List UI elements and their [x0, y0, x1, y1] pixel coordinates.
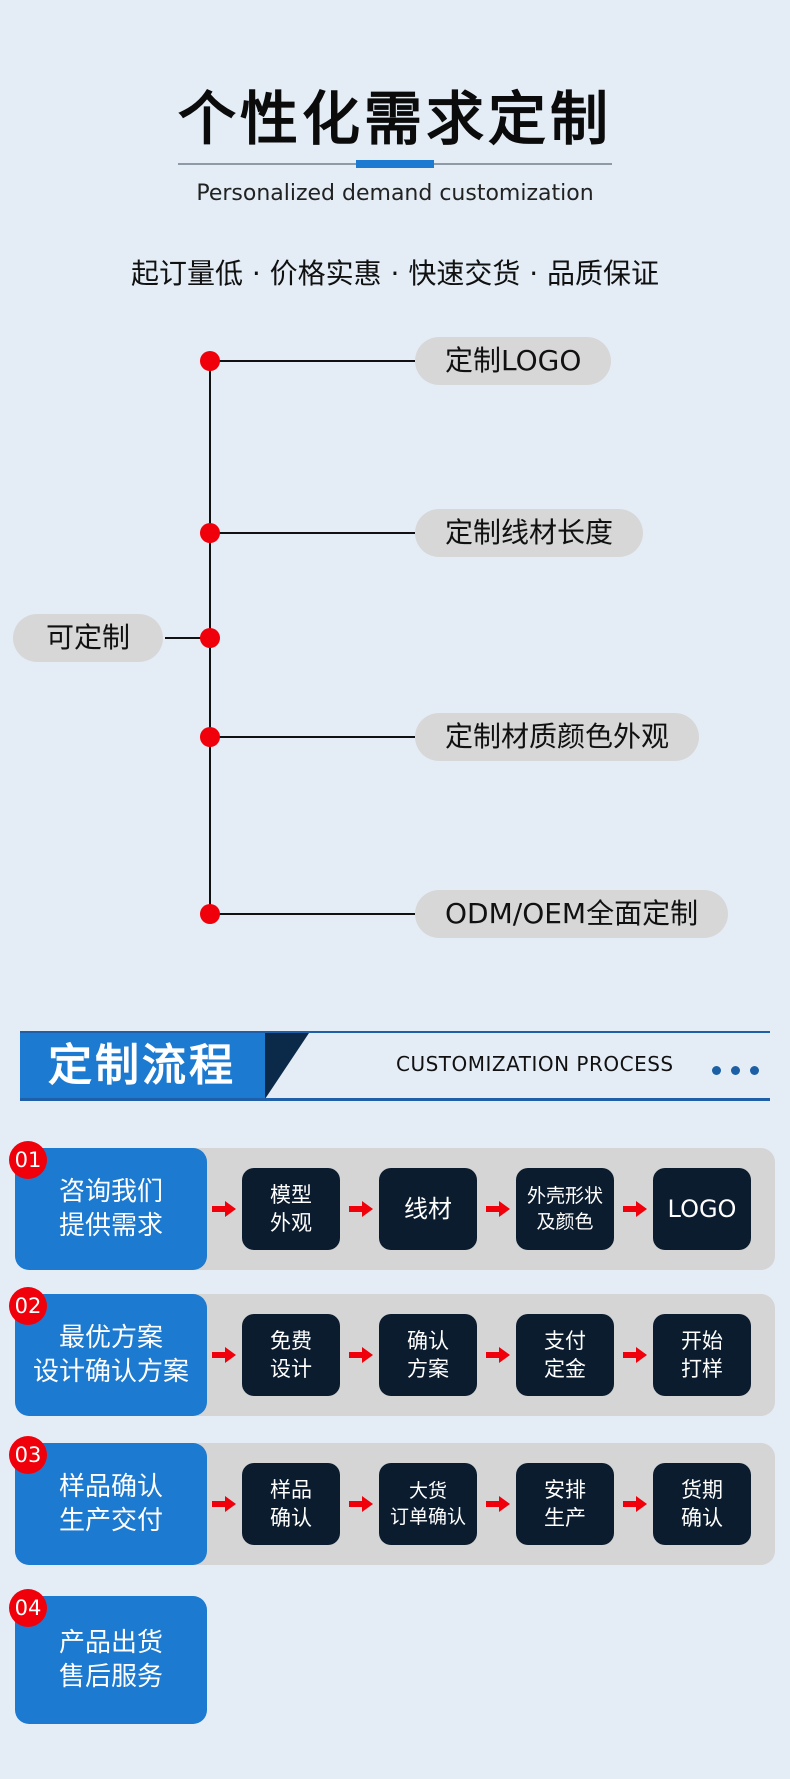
step-number-badge: 02 — [9, 1287, 47, 1325]
sub-step-line1: 样品 — [270, 1478, 312, 1502]
slogan: 起订量低 · 价格实惠 · 快速交货 · 品质保证 — [130, 257, 660, 290]
sub-step-box: 开始打样 — [653, 1314, 751, 1396]
branch-dot-3 — [200, 727, 220, 747]
arrow-right-icon — [486, 1347, 510, 1363]
sub-step-box: LOGO — [653, 1168, 751, 1250]
sub-step-line2: 设计 — [270, 1357, 312, 1381]
step-number-badge: 01 — [9, 1141, 47, 1179]
sub-step-box: 模型外观 — [242, 1168, 340, 1250]
branch-dot-2 — [200, 523, 220, 543]
sub-step-line1: 线材 — [404, 1195, 452, 1223]
step-title-line1: 样品确认 — [58, 1472, 163, 1502]
arrow-right-icon — [212, 1496, 236, 1512]
sub-step-box: 免费设计 — [242, 1314, 340, 1396]
step-title-line2: 提供需求 — [58, 1211, 163, 1241]
arrow-right-icon — [486, 1496, 510, 1512]
page-subtitle: Personalized demand customization — [196, 181, 594, 206]
branch-pill-odm: ODM/OEM全面定制 — [415, 890, 729, 938]
process-bottom-line — [20, 1098, 770, 1101]
step-number-badge: 03 — [9, 1436, 47, 1474]
sub-step-line1: 大货 — [408, 1480, 447, 1502]
process-top-line — [20, 1031, 770, 1033]
step-title-line2: 生产交付 — [58, 1506, 163, 1536]
sub-step-box: 确认方案 — [379, 1314, 477, 1396]
step-card: 样品确认生产交付 — [15, 1443, 207, 1565]
branch-line-4 — [210, 913, 415, 915]
sub-step-line1: 安排 — [544, 1478, 586, 1502]
sub-step-line2: 打样 — [681, 1357, 723, 1381]
process-title-corner — [265, 1033, 309, 1099]
step-card: 咨询我们提供需求 — [15, 1148, 207, 1270]
sub-step-line2: 生产 — [544, 1506, 586, 1530]
sub-step-box: 安排生产 — [516, 1463, 614, 1545]
root-connector — [165, 637, 210, 639]
step-card: 产品出货售后服务 — [15, 1596, 207, 1724]
sub-step-line1: 免费 — [270, 1329, 312, 1353]
step-title-line1: 最优方案 — [58, 1323, 163, 1353]
arrow-right-icon — [623, 1347, 647, 1363]
branch-line-2 — [210, 532, 415, 534]
arrow-right-icon — [623, 1496, 647, 1512]
branch-dot-4 — [200, 904, 220, 924]
sub-step-box: 线材 — [379, 1168, 477, 1250]
sub-step-box: 大货订单确认 — [379, 1463, 477, 1545]
branch-dot-1 — [200, 351, 220, 371]
sub-step-line1: 开始 — [681, 1329, 723, 1353]
sub-step-line2: 确认 — [681, 1506, 723, 1530]
step-title-line1: 咨询我们 — [58, 1177, 163, 1207]
step-title-line2: 售后服务 — [58, 1662, 163, 1692]
step-title-line2: 设计确认方案 — [32, 1357, 189, 1387]
branch-pill-logo: 定制LOGO — [415, 337, 612, 385]
sub-step-line1: 支付 — [544, 1329, 586, 1353]
arrow-right-icon — [349, 1347, 373, 1363]
branch-pill-length: 定制线材长度 — [415, 509, 644, 557]
sub-step-line1: 货期 — [681, 1478, 723, 1502]
sub-step-box: 外壳形状及颜色 — [516, 1168, 614, 1250]
arrow-right-icon — [623, 1201, 647, 1217]
sub-step-line1: LOGO — [667, 1195, 737, 1223]
arrow-right-icon — [349, 1496, 373, 1512]
step-title-line1: 产品出货 — [58, 1628, 163, 1658]
process-dots-decoration — [712, 1060, 769, 1079]
arrow-right-icon — [212, 1347, 236, 1363]
sub-step-box: 货期确认 — [653, 1463, 751, 1545]
sub-step-line1: 外壳形状 — [526, 1185, 603, 1207]
arrow-right-icon — [349, 1201, 373, 1217]
sub-step-line2: 方案 — [407, 1357, 449, 1381]
title-accent-bar — [356, 160, 434, 168]
branch-pill-material: 定制材质颜色外观 — [415, 713, 700, 761]
step-card: 最优方案设计确认方案 — [15, 1294, 207, 1416]
sub-step-line1: 确认 — [407, 1329, 449, 1353]
arrow-right-icon — [212, 1201, 236, 1217]
sub-step-line2: 及颜色 — [536, 1211, 594, 1233]
step-number-badge: 04 — [9, 1589, 47, 1627]
sub-step-box: 支付定金 — [516, 1314, 614, 1396]
sub-step-box: 样品确认 — [242, 1463, 340, 1545]
branch-line-3 — [210, 736, 415, 738]
sub-step-line2: 外观 — [270, 1211, 312, 1235]
sub-step-line1: 模型 — [270, 1183, 312, 1207]
process-title: 定制流程 — [20, 1033, 265, 1099]
process-subtitle: CUSTOMIZATION PROCESS — [396, 1052, 674, 1076]
root-dot — [200, 628, 220, 648]
sub-step-line2: 定金 — [544, 1357, 586, 1381]
page-title: 个性化需求定制 — [177, 85, 612, 153]
sub-step-line2: 订单确认 — [389, 1506, 466, 1528]
arrow-right-icon — [486, 1201, 510, 1217]
branch-line-1 — [210, 360, 415, 362]
root-pill: 可定制 — [13, 614, 163, 662]
sub-step-line2: 确认 — [270, 1506, 312, 1530]
